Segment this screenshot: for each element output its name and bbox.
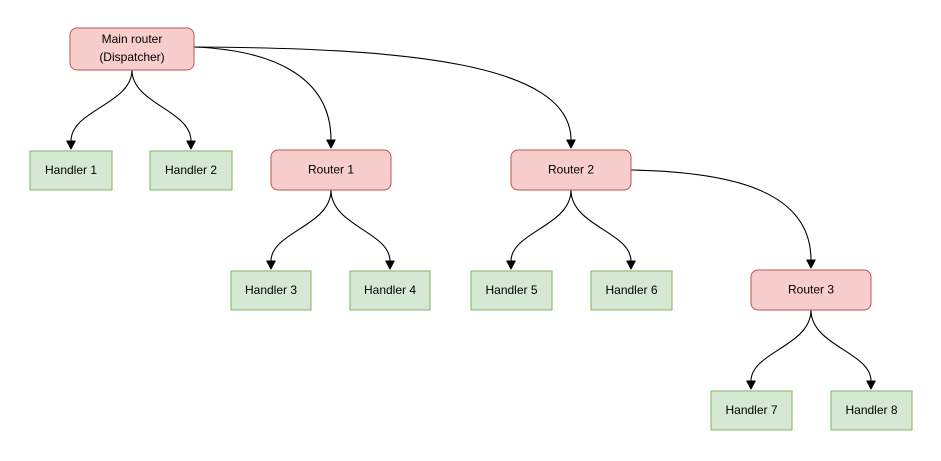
node-label-main-router-line1: Main router <box>102 32 163 46</box>
edge-line <box>70 69 133 142</box>
node-label-handler-3: Handler 3 <box>245 283 297 297</box>
edge-router-2-to-router-3 <box>630 169 816 269</box>
nodes-layer: Main router (Dispatcher) Handler 1 Handler … <box>29 27 913 431</box>
node-handler-8[interactable]: Handler 8 <box>830 390 913 431</box>
edge-line <box>750 309 812 382</box>
arrowhead-icon <box>866 380 876 390</box>
node-handler-2[interactable]: Handler 2 <box>149 150 233 191</box>
arrowhead-icon <box>326 139 336 149</box>
edge-router-2-to-handler-6 <box>570 189 636 270</box>
edges-layer <box>66 46 876 390</box>
edge-router-1-to-handler-4 <box>330 189 395 270</box>
node-label-handler-7: Handler 7 <box>725 403 777 417</box>
edge-line <box>570 189 632 262</box>
arrowhead-icon <box>266 260 276 270</box>
node-label-handler-1: Handler 1 <box>45 163 97 177</box>
node-label-handler-2: Handler 2 <box>165 163 217 177</box>
edge-main-router-to-router-2 <box>193 46 576 149</box>
edge-main-router-to-handler-2 <box>131 69 196 150</box>
node-box-router-2[interactable] <box>510 149 632 191</box>
node-box-router-1[interactable] <box>270 149 392 191</box>
edge-router-2-to-handler-5 <box>506 189 572 270</box>
edge-router-1-to-handler-3 <box>266 189 332 270</box>
node-label-router-2: Router 2 <box>548 163 594 177</box>
arrowhead-icon <box>66 140 76 150</box>
node-box-handler-7[interactable] <box>710 390 793 431</box>
node-label-main-router-line2: (Dispatcher) <box>99 50 164 64</box>
node-handler-6[interactable]: Handler 6 <box>590 270 673 311</box>
edge-line <box>131 69 192 142</box>
node-box-handler-3[interactable] <box>230 270 312 311</box>
edge-line <box>510 189 572 262</box>
node-handler-5[interactable]: Handler 5 <box>470 270 553 311</box>
node-label-handler-8: Handler 8 <box>845 403 897 417</box>
arrowhead-icon <box>806 259 816 269</box>
node-router-1[interactable]: Router 1 <box>270 149 392 191</box>
arrowhead-icon <box>746 380 756 390</box>
node-box-router-3[interactable] <box>750 269 872 311</box>
edge-main-router-to-handler-1 <box>66 69 133 150</box>
arrowhead-icon <box>566 139 576 149</box>
node-handler-3[interactable]: Handler 3 <box>230 270 312 311</box>
edge-line <box>193 46 332 141</box>
arrowhead-icon <box>506 260 516 270</box>
node-box-handler-6[interactable] <box>590 270 673 311</box>
edge-router-3-to-handler-8 <box>810 309 876 390</box>
edge-router-3-to-handler-7 <box>746 309 812 390</box>
node-box-handler-2[interactable] <box>149 150 233 191</box>
edge-line <box>810 309 872 382</box>
arrowhead-icon <box>385 260 395 270</box>
node-box-handler-1[interactable] <box>29 150 113 191</box>
edge-line <box>330 189 391 262</box>
node-label-router-1: Router 1 <box>308 163 354 177</box>
node-label-router-3: Router 3 <box>788 283 834 297</box>
node-main-router[interactable]: Main router (Dispatcher) <box>69 27 195 71</box>
node-handler-4[interactable]: Handler 4 <box>349 270 431 311</box>
node-box-handler-8[interactable] <box>830 390 913 431</box>
node-box-handler-4[interactable] <box>349 270 431 311</box>
arrowhead-icon <box>186 140 196 150</box>
node-label-handler-6: Handler 6 <box>605 283 657 297</box>
node-handler-1[interactable]: Handler 1 <box>29 150 113 191</box>
node-router-3[interactable]: Router 3 <box>750 269 872 311</box>
node-handler-7[interactable]: Handler 7 <box>710 390 793 431</box>
node-router-2[interactable]: Router 2 <box>510 149 632 191</box>
node-box-main-router[interactable] <box>69 27 195 71</box>
edge-line <box>630 169 812 261</box>
node-label-handler-5: Handler 5 <box>485 283 537 297</box>
edge-main-router-to-router-1 <box>193 46 336 149</box>
arrowhead-icon <box>626 260 636 270</box>
edge-line <box>270 189 332 262</box>
edge-line <box>193 46 572 141</box>
node-label-handler-4: Handler 4 <box>364 283 416 297</box>
node-box-handler-5[interactable] <box>470 270 553 311</box>
